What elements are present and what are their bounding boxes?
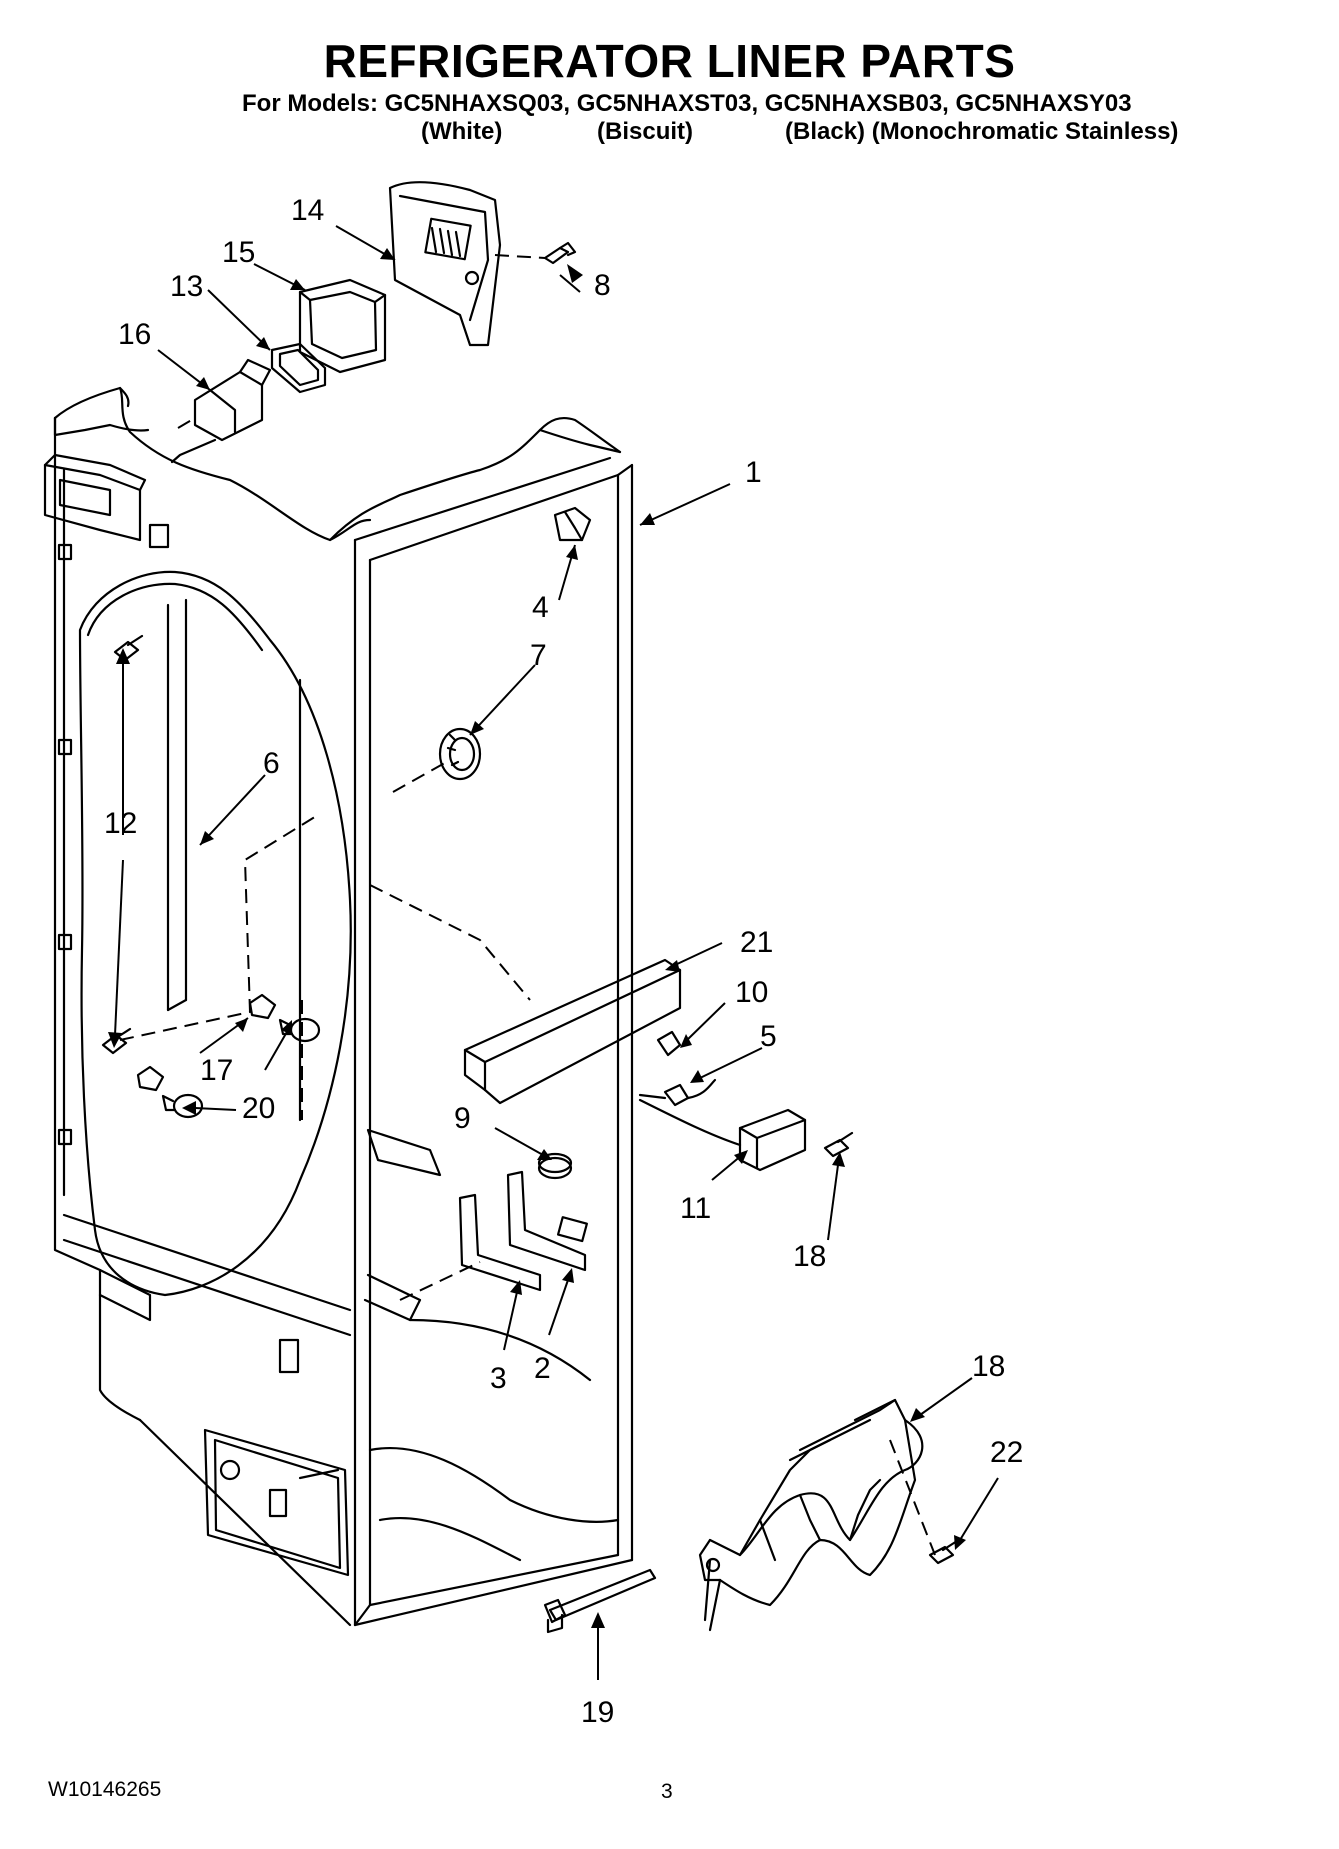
part-19-cable-tie bbox=[543, 1568, 657, 1634]
part-16-switch bbox=[170, 358, 272, 464]
variant-biscuit: (Biscuit) bbox=[597, 118, 693, 145]
part-13-gasket bbox=[270, 342, 327, 394]
variant-white: (White) bbox=[421, 118, 503, 145]
callout-labels: 1 2 3 4 5 6 7 8 9 10 11 12 13 14 15 16 1… bbox=[104, 194, 1023, 1729]
part-21-mullion bbox=[463, 958, 682, 1105]
part-4-clip bbox=[553, 506, 592, 542]
part-2-bracket bbox=[506, 1170, 588, 1272]
callout-2: 2 bbox=[534, 1352, 551, 1385]
callout-5: 5 bbox=[760, 1020, 777, 1053]
part-3-bracket bbox=[458, 1193, 542, 1292]
callout-12: 12 bbox=[104, 807, 137, 840]
assembly-lines bbox=[119, 254, 936, 1556]
part-15-frame bbox=[298, 278, 387, 374]
part-5-connector bbox=[638, 1078, 717, 1107]
callout-16: 16 bbox=[118, 318, 151, 351]
document-number: W10146265 bbox=[48, 1778, 162, 1801]
callout-9: 9 bbox=[454, 1102, 471, 1135]
leader-lines bbox=[114, 225, 999, 1680]
callout-11: 11 bbox=[680, 1192, 711, 1225]
callout-10: 10 bbox=[735, 976, 768, 1009]
callout-7: 7 bbox=[530, 639, 547, 672]
callout-15: 15 bbox=[222, 236, 255, 269]
page-number: 3 bbox=[661, 1780, 673, 1803]
part-7-damper bbox=[438, 727, 482, 781]
callout-8: 8 bbox=[594, 269, 611, 302]
callout-3: 3 bbox=[490, 1362, 507, 1395]
part-18-screw-a bbox=[823, 1131, 854, 1158]
callout-20: 20 bbox=[242, 1092, 275, 1125]
variant-black-stainless: (Black) (Monochromatic Stainless) bbox=[785, 118, 1179, 145]
models-line: For Models: GC5NHAXSQ03, GC5NHAXST03, GC… bbox=[242, 90, 1132, 117]
callout-13: 13 bbox=[170, 270, 203, 303]
part-8-screw bbox=[543, 241, 577, 265]
part-17-sockets bbox=[136, 993, 277, 1092]
part-20-bulbs bbox=[161, 1017, 321, 1119]
callout-18-b: 18 bbox=[972, 1350, 1005, 1383]
callout-22: 22 bbox=[990, 1436, 1023, 1469]
callout-14: 14 bbox=[291, 194, 324, 227]
callout-21: 21 bbox=[740, 926, 773, 959]
callout-1: 1 bbox=[745, 456, 762, 489]
callout-17: 17 bbox=[200, 1054, 233, 1087]
callout-4: 4 bbox=[532, 591, 549, 624]
page-title: REFRIGERATOR LINER PARTS bbox=[323, 35, 1016, 87]
arrow-heads bbox=[108, 248, 966, 1628]
part-11-module bbox=[638, 1098, 807, 1172]
liner-body bbox=[43, 386, 634, 1627]
callout-19: 19 bbox=[581, 1696, 614, 1729]
callout-18-a: 18 bbox=[793, 1240, 826, 1273]
part-9-plug bbox=[537, 1152, 573, 1180]
part-10-clip bbox=[656, 1030, 682, 1057]
heater-assembly bbox=[698, 1398, 924, 1632]
part-14-housing bbox=[388, 180, 502, 347]
callout-6: 6 bbox=[263, 747, 280, 780]
